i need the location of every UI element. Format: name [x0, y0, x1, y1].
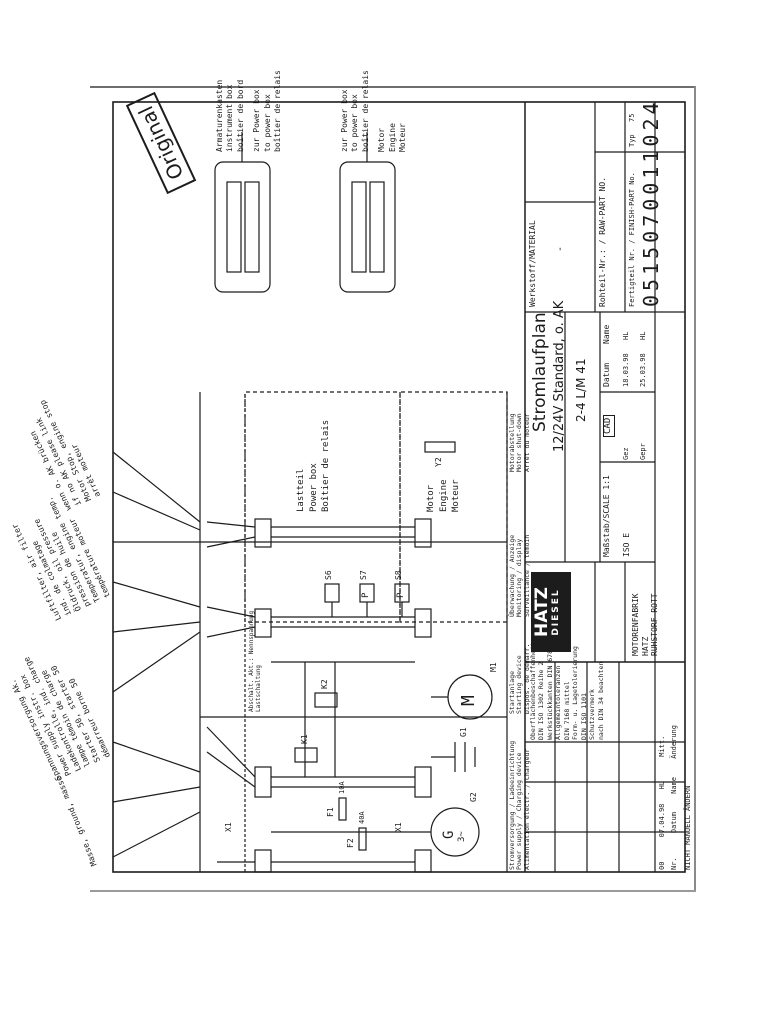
gepr-label: Gepr	[639, 443, 647, 460]
motor-box-label: Motor Engine Moteur	[426, 479, 462, 512]
fuse-f2-rating: 40A	[358, 811, 366, 824]
logo-bottom: DIESEL	[550, 588, 561, 636]
gez-date: 18.03.98	[622, 353, 630, 387]
gez-label: Gez	[622, 447, 630, 460]
datum-head: Datum	[602, 362, 611, 387]
schematic-lines	[112, 101, 686, 873]
sensor-p1: P	[361, 592, 371, 598]
company: MOTORENFABRIK HATZ RUHSTORF-ROTT	[631, 593, 660, 656]
revision-row: 00 07.04.98 HL Mitt.	[658, 735, 666, 870]
generator-phase-label: 3~	[457, 831, 467, 842]
sensor-p2: P	[396, 592, 406, 598]
sensor-s8: S8	[394, 570, 403, 580]
motor-id: M1	[489, 662, 498, 672]
rotated-drawing: Original Masse, ground, masse Spannungsv…	[8, 70, 693, 892]
relay-k1: K1	[300, 734, 309, 744]
scan-border-bottom	[90, 890, 696, 892]
block-supply: Stromversorgung / Ladeeinrichtung Power …	[508, 740, 531, 870]
block-stop: Motorabstellung Motor shut-down Arrêt du…	[508, 413, 531, 472]
fuse-f2: F2	[346, 838, 355, 848]
label-ground: Masse, ground, masse	[53, 774, 99, 868]
generator-id: G2	[469, 792, 478, 802]
surface-spec: Oberflächenbeschaffenheit DIN ISO 1302 R…	[529, 642, 605, 740]
instrument-box-label: Armaturenkasten instrument box boîtier d…	[215, 70, 282, 152]
sensor-s6: S6	[324, 570, 333, 580]
scale-label: Maßstab/SCALE 1:1	[602, 475, 611, 557]
drawing-subtitle: 12/24V Standard, o. AK	[552, 300, 567, 452]
material-label: Werkstoff/MATERIAL	[528, 220, 537, 307]
logo: HATZ DIESEL	[531, 572, 571, 652]
terminal-x1-b: X1	[394, 822, 403, 832]
gepr-name: HL	[639, 331, 647, 340]
relay-note: Abschalt. Akt.: Nennspannung Lastschaltu…	[248, 610, 263, 712]
gepr-date: 25.03.98	[639, 353, 647, 387]
drawing-title: Stromlaufplan	[530, 312, 550, 432]
gez-name: HL	[622, 331, 630, 340]
fuse-f1-rating: 10A	[338, 781, 346, 794]
scan-border-top	[90, 86, 696, 88]
manual-note: NICHT MANUELL ÄNDERN	[684, 785, 692, 870]
generator-label: G	[441, 830, 457, 839]
battery-id: G1	[459, 727, 468, 737]
scan-border-right	[694, 86, 696, 892]
fuse-f1: F1	[326, 807, 335, 817]
drawing-engine: 2-4 L/M 41	[574, 358, 588, 422]
notes-group-3: wenn o. AK brücken if no AK please link …	[18, 393, 104, 512]
finish-label: Fertigteil Nr. / FINISH-PART No.	[628, 172, 636, 307]
sensor-s7: S7	[359, 570, 368, 580]
motor-label: M	[458, 695, 479, 706]
terminal-x1-a: X1	[224, 822, 233, 832]
material-value: -	[555, 245, 566, 252]
lastteil-label: Lastteil Power box Boîtier de relais	[296, 419, 332, 512]
iso-label: ISO E	[622, 532, 631, 557]
name-head: Name	[602, 324, 611, 344]
solenoid-y2: Y2	[434, 457, 443, 467]
logo-top: HATZ	[532, 587, 552, 637]
finish-number: 0515070011024	[639, 98, 663, 307]
type-value: 75	[628, 113, 636, 122]
power-box-label: zur Power box to power box boîtier de re…	[340, 70, 407, 152]
notes-left: Masse, ground, masse	[53, 774, 99, 868]
revision-head: Nr. Datum Name Änderung	[670, 725, 678, 870]
cad-label: CAD	[603, 414, 615, 437]
raw-part-label: Rohteil-Nr.: / RAW-PART NO.	[598, 176, 607, 307]
relay-k2: K2	[320, 679, 329, 689]
block-monitoring: Überwachung / Anzeige Monitoring / displ…	[508, 534, 531, 617]
type-label: Typ	[628, 134, 636, 147]
